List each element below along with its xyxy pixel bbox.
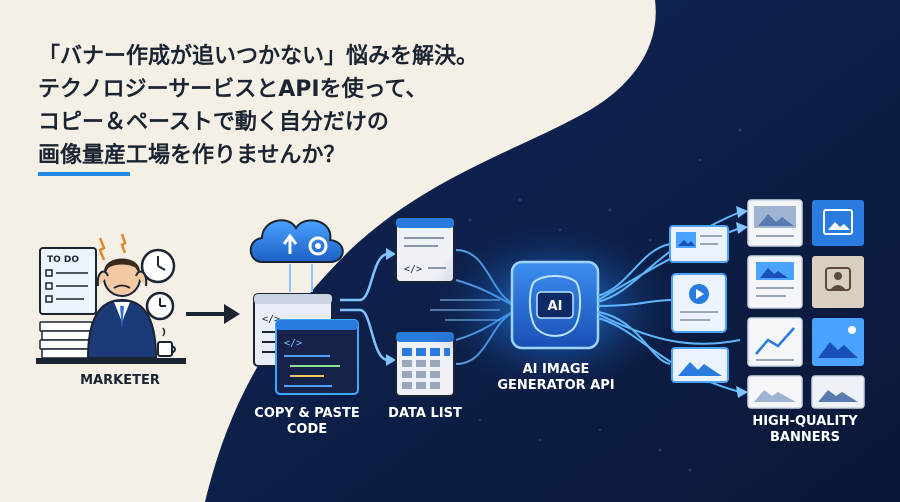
label-banners: HIGH-QUALITY BANNERS <box>752 414 858 445</box>
image-banner-icon <box>812 256 864 308</box>
image-banner-icon <box>669 225 729 263</box>
label-marketer: MARKETER <box>80 373 160 388</box>
headline-underline <box>38 172 130 176</box>
image-banner-icon <box>747 255 803 309</box>
image-banner-icon <box>747 375 803 409</box>
image-banner-icon <box>747 199 803 247</box>
image-banner-icon <box>811 375 865 409</box>
svg-text:</>: </> <box>284 338 302 349</box>
cloud-gear-icon <box>249 219 344 292</box>
video-play-icon <box>671 273 727 333</box>
label-ai-generator: AI IMAGE GENERATOR API <box>497 362 615 393</box>
headline: 「バナー作成が追いつかない」悩みを解決。 テクノロジーサービスとAPIを使って、… <box>38 40 478 172</box>
stressed-person-icon <box>86 258 158 359</box>
arrow-to-code <box>186 304 240 324</box>
ai-brain-chip-icon: AI <box>510 260 600 350</box>
image-banner-icon <box>671 347 729 383</box>
clock-icon <box>140 248 176 284</box>
headline-line-3: コピー＆ペーストで動く自分だけの <box>38 110 389 135</box>
svg-text:</>: </> <box>262 314 280 325</box>
label-copy-paste-code: COPY & PASTE CODE <box>254 406 360 437</box>
image-banner-icon <box>747 317 803 367</box>
clock-icon <box>145 291 175 321</box>
marketer-illustration: TO DO <box>36 233 186 364</box>
code-window-icon: </> <box>395 217 455 283</box>
banner-grid <box>747 199 865 409</box>
todo-label: TO DO <box>47 255 79 265</box>
image-banner-icon <box>812 318 864 366</box>
image-banner-icon <box>812 200 864 246</box>
code-window-icon: </> </> <box>253 293 359 395</box>
headline-line-4: 画像量産工場を作りませんか？ <box>38 143 346 168</box>
coffee-cup-icon <box>157 327 176 357</box>
headline-line-2: テクノロジーサービスとAPIを使って、 <box>38 77 428 102</box>
label-data-list: DATA LIST <box>388 406 462 421</box>
headline-line-1: 「バナー作成が追いつかない」悩みを解決。 <box>38 44 479 69</box>
svg-text:AI: AI <box>548 299 563 314</box>
svg-text:</>: </> <box>404 264 422 275</box>
